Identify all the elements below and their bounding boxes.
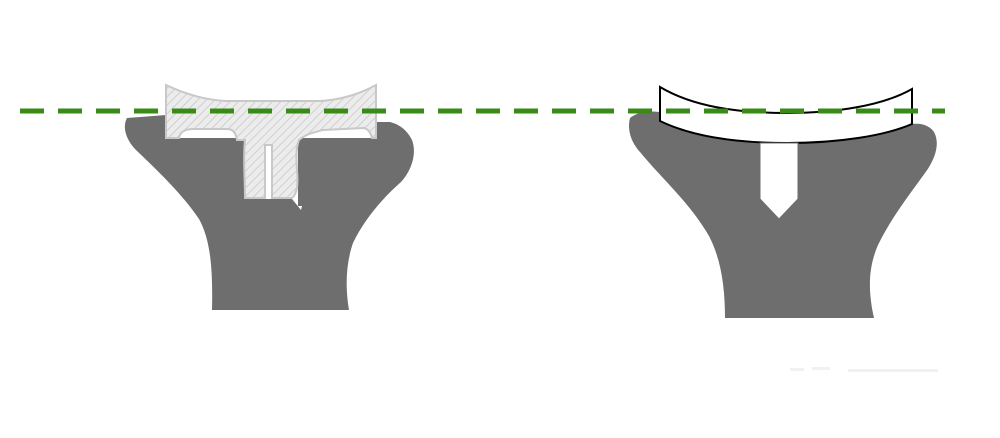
- left-bone-shape: [124, 115, 414, 310]
- right-peg-shape: [759, 142, 799, 220]
- right-implant-shape: [659, 85, 913, 145]
- faint-artifact-group: [790, 367, 938, 372]
